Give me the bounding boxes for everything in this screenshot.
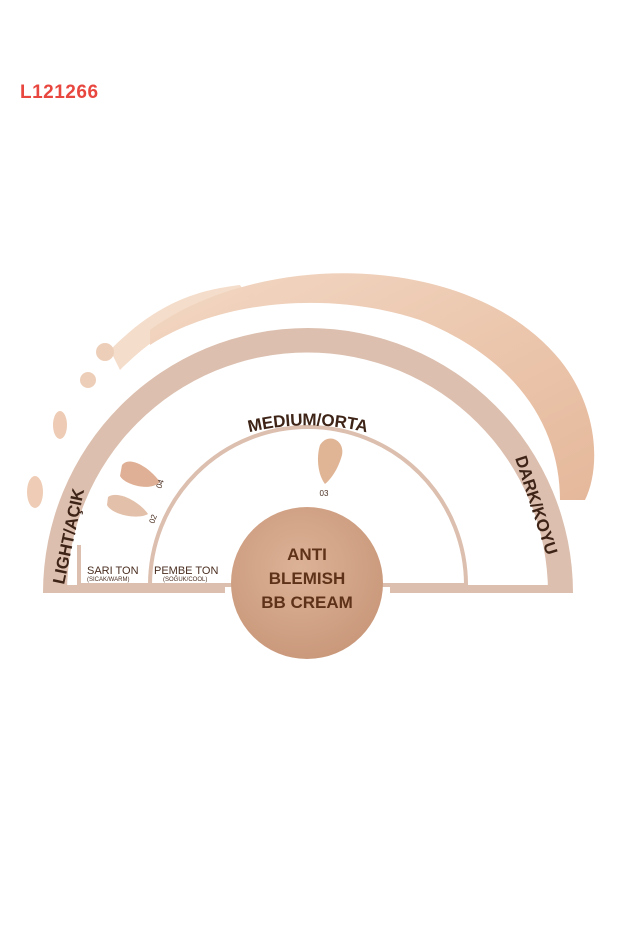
shade-number: 02 xyxy=(147,513,159,525)
shade-number: 04 xyxy=(154,478,166,490)
medium-label: MEDIUM/ORTA xyxy=(246,410,370,436)
product-code: L121266 xyxy=(20,82,99,103)
cool-tone-label: PEMBE TON xyxy=(154,565,218,577)
warm-tone-label: SARI TON xyxy=(87,565,139,577)
cool-tone-sub: (SOĞUK/COOL) xyxy=(163,576,207,583)
warm-tone-sub: (SICAK/WARM) xyxy=(87,577,129,583)
inner-arc xyxy=(148,425,468,586)
shade-number: 03 xyxy=(320,489,329,498)
swatch-03: 03 xyxy=(317,438,343,498)
center-line-2: BLEMISH xyxy=(269,569,346,588)
swatch-04: 04 xyxy=(120,461,166,490)
center-line-3: BB CREAM xyxy=(261,593,353,612)
swatch-02: 02 xyxy=(107,494,159,525)
product-circle xyxy=(231,507,383,659)
cream-swatch-smear xyxy=(27,273,595,508)
center-line-1: ANTI xyxy=(287,545,327,564)
